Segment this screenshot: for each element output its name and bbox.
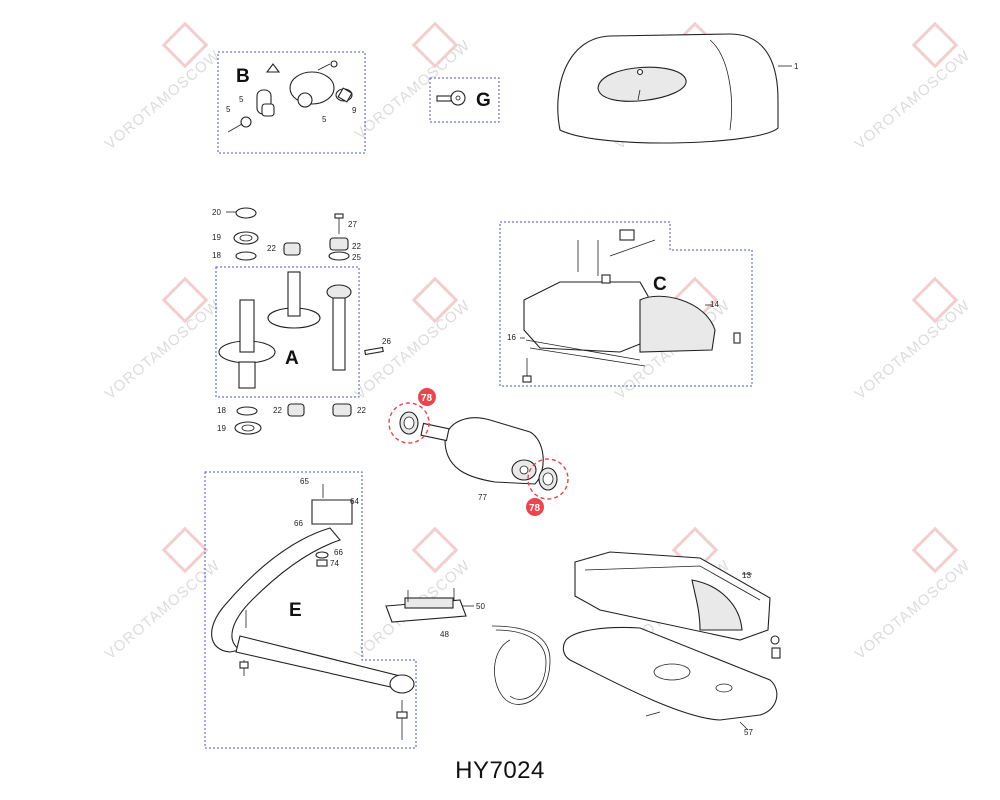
group-label-a: A <box>285 348 299 369</box>
svg-text:25: 25 <box>352 253 361 262</box>
svg-text:64: 64 <box>350 497 359 506</box>
svg-text:78: 78 <box>529 503 541 514</box>
gear-hardware-bottom: 18 22 22 19 <box>217 403 366 435</box>
svg-text:22: 22 <box>267 244 276 253</box>
seal-highlight: 78 <box>388 388 436 444</box>
bushing-icon <box>283 242 301 256</box>
group-a-box: A 26 <box>215 266 391 398</box>
svg-text:57: 57 <box>744 728 753 737</box>
svg-text:5: 5 <box>239 95 244 104</box>
svg-text:VOROTAMOSCOW: VOROTAMOSCOW <box>852 297 974 403</box>
group-e-box: E 65 64 66 66 74 <box>204 471 417 749</box>
svg-text:22: 22 <box>273 406 282 415</box>
callout-badge <box>418 388 436 406</box>
watermark: VOROTAMOSCOW <box>852 297 974 403</box>
group-label-c: C <box>653 274 667 295</box>
bracket-icon <box>311 499 353 525</box>
svg-text:77: 77 <box>478 493 487 502</box>
svg-text:13: 13 <box>742 571 751 580</box>
key-icon <box>436 90 466 106</box>
svg-text:VOROTAMOSCOW: VOROTAMOSCOW <box>102 297 224 403</box>
pin-icon <box>364 346 384 356</box>
cable-icon <box>491 625 551 705</box>
group-g-box: G <box>429 77 500 123</box>
arm-link-icon <box>211 527 341 653</box>
svg-text:26: 26 <box>382 337 391 346</box>
svg-text:66: 66 <box>294 519 303 528</box>
model-title: HY7024 <box>455 757 545 784</box>
watermark: VOROTAMOSCOW <box>852 47 974 153</box>
motor-housing-icon <box>639 295 716 353</box>
svg-text:22: 22 <box>352 242 361 251</box>
svg-text:9: 9 <box>352 106 357 115</box>
svg-text:20: 20 <box>212 208 221 217</box>
svg-text:14: 14 <box>710 300 719 309</box>
svg-text:VOROTAMOSCOW: VOROTAMOSCOW <box>852 557 974 663</box>
group-label-b: B <box>236 66 250 87</box>
svg-text:74: 74 <box>330 559 339 568</box>
watermark: VOROTAMOSCOW <box>102 297 224 403</box>
svg-text:66: 66 <box>334 548 343 557</box>
motor-icon <box>420 417 544 485</box>
svg-text:19: 19 <box>217 424 226 433</box>
group-c-box: C 14 16 <box>499 221 753 387</box>
svg-text:VOROTAMOSCOW: VOROTAMOSCOW <box>352 37 474 143</box>
gear-icon <box>326 284 352 371</box>
svg-text:27: 27 <box>348 220 357 229</box>
base-housing: 13 <box>574 551 781 659</box>
svg-text:1: 1 <box>794 62 799 71</box>
washer-icon <box>235 207 257 219</box>
svg-text:48: 48 <box>440 630 449 639</box>
svg-text:5: 5 <box>322 115 327 124</box>
svg-text:19: 19 <box>212 233 221 242</box>
bearing-icon <box>233 231 259 245</box>
svg-text:VOROTAMOSCOW: VOROTAMOSCOW <box>852 47 974 153</box>
svg-text:65: 65 <box>300 477 309 486</box>
svg-text:78: 78 <box>421 393 433 404</box>
terminal-block: 50 48 <box>385 588 485 639</box>
lock-cap-icon <box>265 63 281 73</box>
group-label-e: E <box>289 600 302 621</box>
seal-highlight: 78 <box>526 458 569 516</box>
gearbox-housing-icon <box>523 281 651 353</box>
group-label-g: G <box>476 90 491 111</box>
gear-icon <box>267 271 321 329</box>
svg-text:5: 5 <box>226 105 231 114</box>
svg-text:22: 22 <box>357 406 366 415</box>
group-b-box: B 5 5 5 9 <box>217 51 366 154</box>
svg-text:VOROTAMOSCOW: VOROTAMOSCOW <box>102 47 224 153</box>
watermark: VOROTAMOSCOW <box>852 557 974 663</box>
svg-text:16: 16 <box>507 333 516 342</box>
motor-assembly: 77 78 78 <box>388 388 569 516</box>
base-plate: 57 <box>562 627 778 737</box>
ring-icon <box>235 251 257 261</box>
gear-hardware-top: 20 19 18 22 27 22 25 <box>212 207 361 262</box>
callout-badge <box>526 498 544 516</box>
svg-text:18: 18 <box>217 406 226 415</box>
cover-part: 1 <box>557 33 799 144</box>
svg-text:18: 18 <box>212 251 221 260</box>
gear-icon <box>218 299 276 389</box>
watermark: VOROTAMOSCOW <box>352 37 474 143</box>
watermark: VOROTAMOSCOW <box>102 47 224 153</box>
svg-text:50: 50 <box>476 602 485 611</box>
